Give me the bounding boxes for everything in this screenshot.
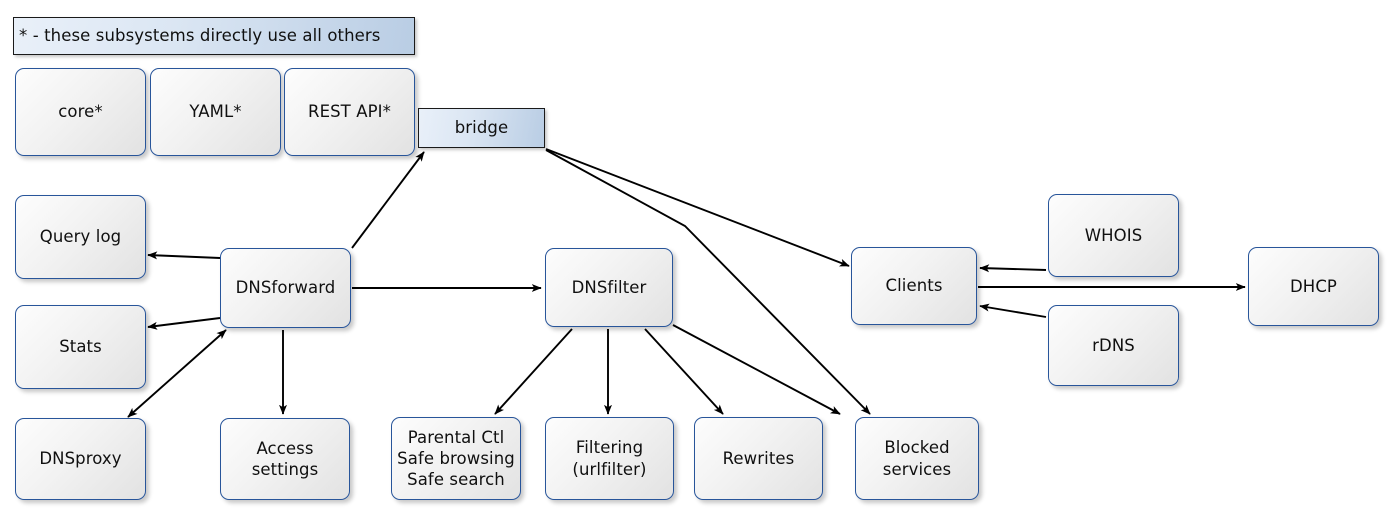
node-label-rdns: rDNS bbox=[1092, 335, 1135, 355]
node-dnsfilter[interactable]: DNSfilter bbox=[545, 248, 673, 327]
node-restapi[interactable]: REST API* bbox=[284, 68, 415, 156]
node-label-dnsproxy: DNSproxy bbox=[39, 449, 122, 469]
node-bridge[interactable]: bridge bbox=[418, 108, 545, 148]
edge-whois-to-clients bbox=[979, 264, 1047, 273]
node-stats[interactable]: Stats bbox=[15, 305, 146, 389]
node-label-restapi: REST API* bbox=[308, 102, 391, 122]
edge-dnsforward-to-stats bbox=[147, 317, 221, 330]
node-label-filtering: Filtering (urlfilter) bbox=[572, 438, 647, 479]
node-label-yaml: YAML* bbox=[189, 102, 242, 122]
node-label-bridge: bridge bbox=[454, 118, 509, 138]
node-label-access: Access settings bbox=[251, 438, 319, 479]
edge-dnsfilter-to-rewrites bbox=[644, 328, 724, 415]
node-rdns[interactable]: rDNS bbox=[1048, 305, 1179, 386]
edge-bridge-to-blocked bbox=[545, 149, 871, 415]
node-label-whois: WHOIS bbox=[1084, 225, 1143, 245]
legend-note-text: * - these subsystems directly use all ot… bbox=[19, 26, 381, 46]
node-label-blocked: Blocked services bbox=[882, 438, 952, 479]
node-blocked[interactable]: Blocked services bbox=[855, 417, 979, 500]
edge-dnsforward-to-querylog bbox=[147, 251, 221, 260]
node-label-dnsfilter: DNSfilter bbox=[571, 277, 647, 297]
node-dhcp[interactable]: DHCP bbox=[1248, 247, 1379, 326]
node-dnsproxy[interactable]: DNSproxy bbox=[15, 418, 146, 500]
node-label-parental: Parental Ctl Safe browsing Safe search bbox=[397, 427, 515, 490]
node-label-querylog: Query log bbox=[39, 227, 122, 247]
edge-dnsforward-to-bridge bbox=[351, 151, 425, 249]
node-parental[interactable]: Parental Ctl Safe browsing Safe search bbox=[391, 417, 521, 500]
node-label-core: core* bbox=[58, 102, 103, 122]
node-label-clients: Clients bbox=[885, 276, 943, 296]
edge-dnsfilter-to-blocked bbox=[672, 324, 841, 415]
edge-bridge-to-clients bbox=[545, 148, 850, 267]
node-querylog[interactable]: Query log bbox=[15, 195, 146, 279]
edge-dnsforward-to-dnsproxy bbox=[127, 329, 227, 418]
node-rewrites[interactable]: Rewrites bbox=[694, 417, 823, 500]
node-dnsforward[interactable]: DNSforward bbox=[220, 248, 351, 328]
node-label-dnsforward: DNSforward bbox=[235, 278, 336, 298]
node-core[interactable]: core* bbox=[15, 68, 146, 156]
node-filtering[interactable]: Filtering (urlfilter) bbox=[545, 417, 674, 500]
node-yaml[interactable]: YAML* bbox=[150, 68, 281, 156]
legend-note: * - these subsystems directly use all ot… bbox=[13, 17, 415, 55]
node-label-stats: Stats bbox=[59, 337, 102, 357]
node-label-rewrites: Rewrites bbox=[722, 448, 795, 468]
node-clients[interactable]: Clients bbox=[851, 247, 977, 325]
edge-rdns-to-clients bbox=[979, 303, 1047, 318]
node-access[interactable]: Access settings bbox=[220, 418, 350, 500]
node-whois[interactable]: WHOIS bbox=[1048, 194, 1179, 277]
node-label-dhcp: DHCP bbox=[1290, 276, 1337, 296]
edge-dnsfilter-to-parental bbox=[494, 328, 573, 415]
